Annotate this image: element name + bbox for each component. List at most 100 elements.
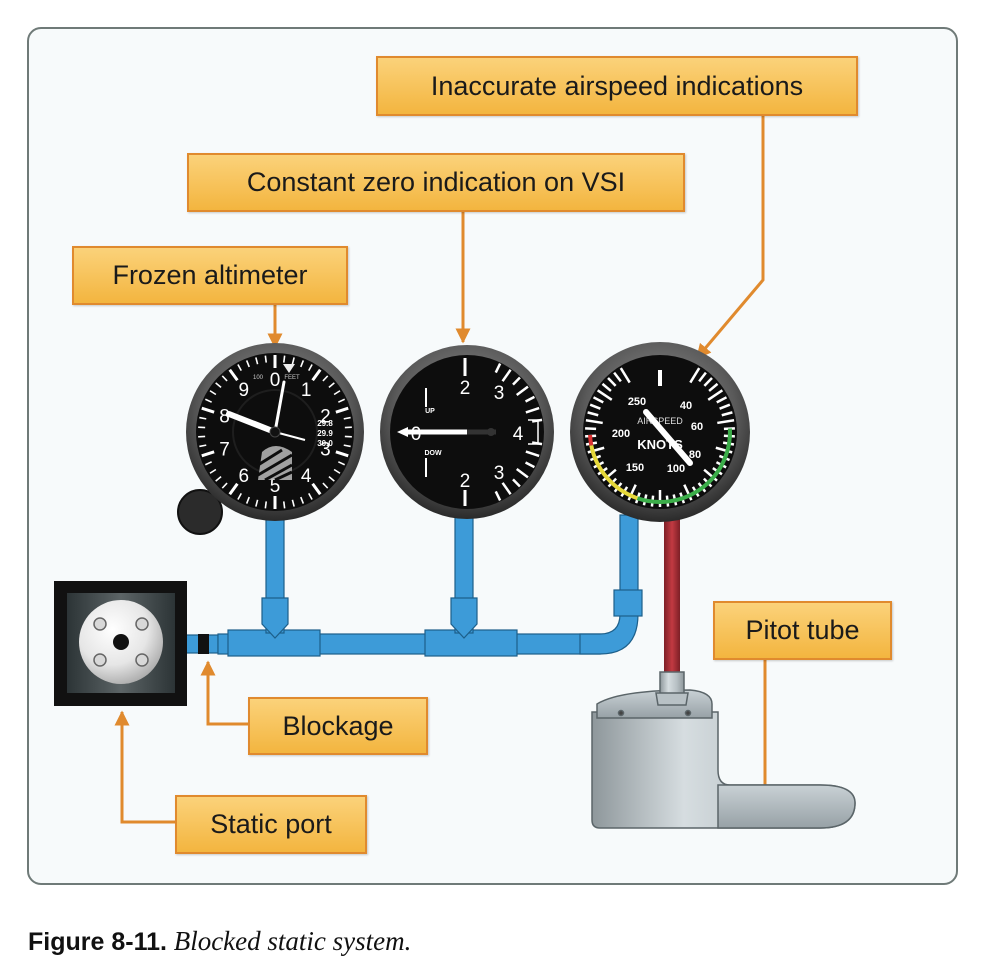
vsi-tick xyxy=(512,376,521,386)
asi-tick xyxy=(587,446,605,454)
asi-num-80: 80 xyxy=(689,449,701,461)
asi-tick xyxy=(683,484,693,501)
vsi-num-3-up: 3 xyxy=(494,383,505,404)
vsi-num-4: 4 xyxy=(513,424,524,445)
asi-num-250: 250 xyxy=(628,396,646,408)
asi-tick xyxy=(607,377,617,387)
label-static-port: Static port xyxy=(175,795,367,854)
asi-tick xyxy=(717,419,735,425)
asi-green-arc xyxy=(636,428,732,504)
asi-num-200: 200 xyxy=(612,428,630,440)
altimeter-tick xyxy=(204,461,213,466)
figure-caption: Figure 8-11. Blocked static system. xyxy=(28,926,411,957)
altimeter-thousands-hand xyxy=(273,380,286,434)
altimeter-tick xyxy=(337,398,346,403)
altimeter-tick xyxy=(215,382,222,388)
blockage-plug xyxy=(198,634,209,654)
altimeter-tick xyxy=(199,416,207,420)
vsi-tick xyxy=(501,482,512,495)
kollsman-2: 29.9 xyxy=(317,429,333,438)
altimeter-tick xyxy=(201,450,215,458)
altimeter-numeral: 1 xyxy=(301,380,312,401)
label-frozen-altimeter: Frozen altimeter xyxy=(72,246,348,305)
altimeter-tick xyxy=(335,406,349,414)
altimeter-tick xyxy=(209,468,217,474)
altimeter-tick xyxy=(308,492,313,500)
vsi-num-2-down: 2 xyxy=(460,471,471,492)
kollsman-1: 29.8 xyxy=(317,419,333,428)
vsi-gauge: 0 2 3 4 3 2 UP DOW xyxy=(380,345,554,519)
vsi-down-label: DOW xyxy=(424,450,442,457)
altimeter-tick xyxy=(322,482,329,489)
asi-num-40: 40 xyxy=(680,400,692,412)
vsi-tick xyxy=(524,461,535,469)
altimeter-tick xyxy=(245,496,250,504)
altimeter-tick xyxy=(264,355,268,363)
vsi-tick xyxy=(494,363,502,374)
altimeter-tick xyxy=(333,468,341,474)
pitot-line xyxy=(664,515,680,675)
altimeter-tick xyxy=(328,382,335,388)
altimeter-tick xyxy=(221,375,228,382)
label-pitot-tube: Pitot tube xyxy=(713,601,892,660)
asi-tick xyxy=(619,367,631,384)
vsi-tick xyxy=(494,490,502,501)
altimeter-tick xyxy=(228,368,239,382)
altimeter-tick xyxy=(245,360,250,368)
altimeter-tick xyxy=(282,501,286,509)
altimeter-tick xyxy=(333,390,341,396)
asi-num-60: 60 xyxy=(691,421,703,433)
asi-tick xyxy=(708,382,719,392)
altimeter-knob xyxy=(177,489,223,535)
asi-num-150: 150 xyxy=(626,462,644,474)
figure-number: Figure 8-11. xyxy=(28,928,167,956)
static-port xyxy=(54,581,187,706)
asi-tick xyxy=(721,411,733,417)
asi-tick xyxy=(715,446,733,454)
asi-tick xyxy=(719,403,731,410)
kollsman-3: 30.0 xyxy=(317,439,333,448)
altimeter-tick xyxy=(311,368,322,382)
asi-tick xyxy=(596,389,613,401)
altimeter-tick xyxy=(237,364,242,372)
vsi-tick xyxy=(524,395,535,403)
altimeter-tick xyxy=(328,476,335,482)
asi-tick xyxy=(585,427,597,431)
altimeter-tick xyxy=(221,482,228,489)
altimeter-tick xyxy=(215,476,222,482)
label-inaccurate-airspeed: Inaccurate airspeed indications xyxy=(376,56,858,116)
altimeter-tick xyxy=(204,398,213,403)
asi-tick xyxy=(716,396,728,404)
altimeter-tick xyxy=(209,390,217,396)
altimeter-tick xyxy=(343,416,351,420)
asi-needle xyxy=(643,409,693,466)
pitot-tube xyxy=(591,671,856,829)
altimeter-tick xyxy=(343,444,351,448)
asi-yellow-arc xyxy=(589,444,639,501)
leader-static-port xyxy=(114,710,175,824)
asi-tick xyxy=(627,484,637,501)
altimeter-numeral: 3 xyxy=(320,439,331,460)
vsi-num-2-up: 2 xyxy=(460,378,471,399)
altimeter-tick xyxy=(255,357,259,365)
altimeter-tick xyxy=(282,355,286,363)
altimeter-numeral: 5 xyxy=(270,476,281,497)
altimeter-tick xyxy=(291,499,295,507)
asi-tick xyxy=(589,403,601,410)
asi-tick xyxy=(613,371,622,383)
altimeter-tick xyxy=(337,461,346,466)
altimeter-tick xyxy=(291,357,295,365)
altimeter-tick xyxy=(311,482,322,496)
vsi-tick xyxy=(525,450,540,458)
altimeter-tick xyxy=(300,496,305,504)
asi-tick xyxy=(602,468,617,482)
label-blockage: Blockage xyxy=(248,697,428,755)
airspeed-gauge: 40 60 80 100 150 200 250 AIRSPEED KNOTS xyxy=(570,342,750,522)
asi-tick xyxy=(587,411,599,417)
altimeter-numeral: 9 xyxy=(239,380,250,401)
vsi-tick xyxy=(515,385,529,396)
asi-tick xyxy=(703,377,713,387)
leader-blockage xyxy=(200,660,248,726)
altimeter-hundreds-hand xyxy=(226,411,278,435)
altimeter-tick xyxy=(228,482,239,496)
